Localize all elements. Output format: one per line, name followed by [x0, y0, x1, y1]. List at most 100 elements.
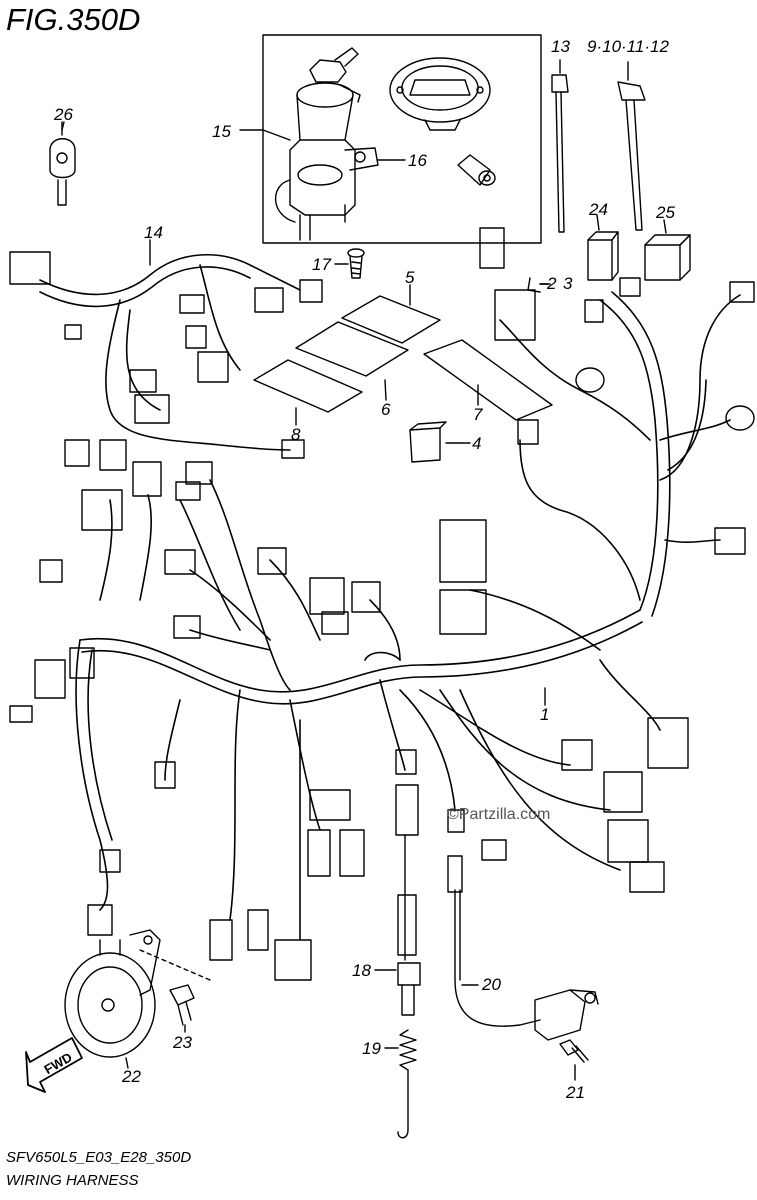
callout-19: 19: [362, 1039, 381, 1058]
cable-tie-13: [551, 59, 569, 233]
ignition-kit-group: [239, 34, 542, 244]
leader-lines: [61, 121, 549, 706]
model-code: SFV650L5_E03_E28_350D: [6, 1149, 192, 1166]
connector: [309, 577, 345, 615]
connector: [395, 749, 417, 775]
pad-8: [253, 359, 363, 426]
callout-2: 2: [546, 274, 557, 293]
connector: [481, 839, 507, 861]
connector: [729, 281, 755, 303]
callout-20: 20: [481, 975, 501, 994]
connector: [561, 739, 593, 771]
callout-17: 17: [312, 255, 331, 274]
connector: [447, 809, 465, 833]
connector: [154, 761, 176, 789]
connector: [629, 861, 665, 893]
connector: [9, 251, 51, 285]
main-harness: [39, 253, 741, 941]
connector: [299, 279, 323, 303]
connector: [132, 461, 162, 497]
rear-brake-switch-18: [374, 834, 421, 1016]
connector: [575, 367, 605, 393]
horn-22: [64, 929, 211, 1069]
ignition-kit-frame: [262, 34, 542, 244]
connector: [179, 294, 205, 314]
connector: [603, 771, 643, 813]
pad-7: [423, 339, 553, 421]
ignition-switch: [274, 47, 379, 241]
pad-6: [295, 321, 409, 401]
connector: [87, 904, 113, 936]
diagram-title: WIRING HARNESS: [6, 1172, 139, 1189]
callout-21: 21: [565, 1083, 585, 1102]
connector: [607, 819, 649, 863]
connector: [247, 909, 269, 951]
connector: [517, 419, 539, 445]
callout-22: 22: [121, 1067, 141, 1086]
callout-4: 4: [472, 434, 481, 453]
connector: [439, 519, 487, 583]
connector: [307, 829, 331, 877]
connector: [185, 325, 207, 349]
connector: [619, 277, 641, 297]
connector: [321, 611, 349, 635]
bolt-23: [169, 984, 195, 1033]
connector: [647, 717, 689, 769]
connector: [129, 369, 157, 393]
side-stand-switch-20: [454, 889, 599, 1041]
connector: [197, 351, 229, 383]
connector: [254, 287, 284, 313]
figure-title: FIG.350D: [6, 2, 141, 37]
connector: [447, 855, 463, 893]
screw-17: [334, 248, 365, 279]
connector: [173, 615, 201, 639]
connector: [99, 849, 121, 873]
callout-26: 26: [53, 105, 73, 124]
connector: [351, 581, 381, 613]
connector: [39, 559, 63, 583]
connectors: [9, 227, 755, 981]
callout-13: 13: [551, 37, 570, 56]
callout-1: 1: [540, 705, 549, 724]
callout-15: 15: [212, 122, 231, 141]
connector: [99, 439, 127, 471]
coupler-4: [409, 421, 471, 463]
callout-3: 3: [563, 274, 573, 293]
connector: [339, 829, 365, 877]
connector: [81, 489, 123, 531]
pad-5: [341, 284, 441, 344]
connector: [164, 549, 196, 575]
connector: [9, 705, 33, 723]
bolt-21: [559, 1039, 589, 1081]
callout-8: 8: [291, 425, 301, 444]
connector: [69, 647, 95, 679]
callout-numbers: 1 2 3 4 5 6 7 8 9·10·11·12 13 14 15 16 1…: [53, 37, 675, 1102]
connector: [274, 939, 312, 981]
callout-18: 18: [352, 961, 371, 980]
connector: [714, 527, 746, 555]
connector: [395, 784, 419, 836]
connector: [584, 299, 604, 323]
connector: [64, 439, 90, 467]
callout-5: 5: [405, 268, 415, 287]
lock-cylinder: [457, 154, 496, 186]
connector: [34, 659, 66, 699]
callout-6: 6: [381, 400, 391, 419]
callout-25: 25: [655, 203, 675, 222]
connector: [257, 547, 287, 575]
watermark: ©Partzilla.com: [447, 806, 551, 823]
callout-9-12: 9·10·11·12: [587, 37, 669, 56]
callout-23: 23: [172, 1033, 192, 1052]
connector: [494, 289, 536, 341]
connector: [479, 227, 505, 269]
relay-24: [587, 214, 619, 281]
callout-16: 16: [408, 151, 427, 170]
connector: [209, 919, 233, 961]
connector: [175, 481, 201, 501]
connector: [725, 405, 755, 431]
connector: [439, 589, 487, 635]
fuel-cap-lock: [389, 57, 491, 131]
connector: [64, 324, 82, 340]
connector: [309, 789, 351, 821]
